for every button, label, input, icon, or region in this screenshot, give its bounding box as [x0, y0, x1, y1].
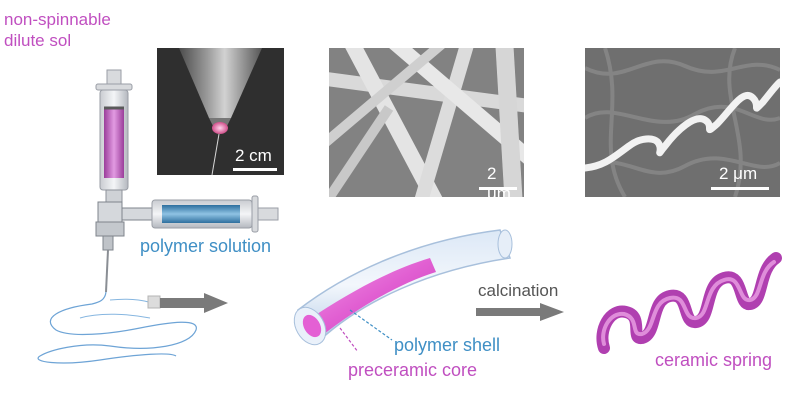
nozzle-photo-image — [179, 48, 262, 175]
preceramic-core-body — [308, 258, 436, 334]
horizontal-syringe — [151, 195, 279, 233]
polymer-solution-label: polymer solution — [140, 236, 272, 256]
scale-bar-spring — [711, 187, 769, 190]
ceramic-spring-label: ceramic spring — [655, 350, 773, 370]
ceramic-spring — [596, 252, 782, 354]
scale-label-nozzle: 2 cm — [235, 146, 272, 165]
sem-spring-image — [585, 48, 780, 197]
fiber-jet — [37, 291, 197, 364]
collector — [147, 295, 161, 309]
vertical-syringe — [95, 69, 133, 203]
preceramic-core-label: preceramic core — [348, 360, 478, 380]
sem-spring-photo: 2 μm — [585, 48, 780, 197]
sol-label-line1: non-spinnable — [4, 10, 111, 29]
scale-label-fibers: 2 μm — [487, 164, 511, 197]
arrow-to-structure — [160, 293, 228, 313]
needle — [105, 249, 109, 293]
core-shell-fiber — [293, 229, 513, 353]
calcination-label: calcination — [478, 281, 559, 300]
scale-label-spring: 2 μm — [719, 164, 758, 183]
nozzle-photo: 2 cm — [157, 48, 284, 175]
scale-bar-nozzle — [233, 168, 277, 171]
syringe-setup — [37, 69, 279, 364]
core-pointer — [339, 327, 359, 353]
t-junction — [95, 201, 155, 251]
sem-fibers-image — [329, 48, 524, 197]
polymer-shell-label: polymer shell — [394, 335, 501, 355]
sem-fibers-photo: 2 μm — [329, 48, 524, 197]
calcination-arrow — [476, 303, 564, 321]
shell-pointer — [349, 309, 393, 341]
scale-bar-fibers — [479, 187, 517, 190]
sol-label-line2: dilute sol — [4, 31, 72, 50]
